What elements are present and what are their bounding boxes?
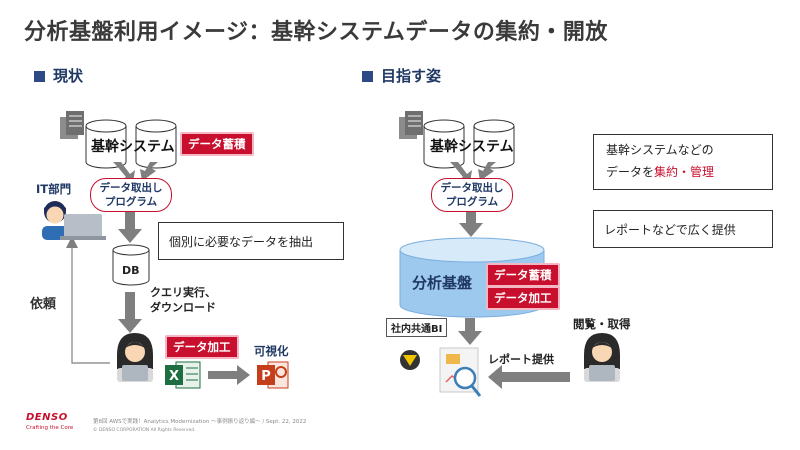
db-label: DB [122,264,140,277]
svg-text:P: P [261,369,271,384]
query-line2: ダウンロード [150,301,216,314]
footer-copyright: © DENSO CORPORATION All Rights Reserved. [93,428,196,433]
visualize-label: 可視化 [254,344,289,358]
extract-program-line2: プログラム [445,196,499,208]
user-woman-icon [584,333,620,382]
arrow-program-to-platform [459,212,483,237]
core-system-label: 基幹システム [430,139,514,155]
note-aggregate-line1: 基幹システムなどの [606,143,714,157]
bi-label: 社内共通BI [386,318,448,337]
tag-data-accumulate: データ蓄積 [486,263,560,287]
square-bullet-icon [362,71,373,82]
report-label: レポート提供 [488,353,554,366]
request-arrow [66,236,110,364]
server-icon [399,111,423,139]
tag-data-process: データ加工 [486,286,560,310]
note-extract-box: 個別に必要なデータを抽出 [158,222,344,260]
powerpoint-icon: P [257,361,289,389]
core-system-cylinders [85,119,177,169]
server-icon [60,111,84,139]
query-label: クエリ実行、 ダウンロード [150,285,216,315]
brand-logo: DENSO [26,412,68,423]
note-aggregate-line2-pre: データを [606,165,655,179]
note-aggregate-box: 基幹システムなどの データを集約・管理 [593,134,773,190]
section-goal-label: 目指す姿 [381,67,442,85]
it-dept-label: IT部門 [36,182,72,196]
note-aggregate-line2: データを集約・管理 [606,161,772,183]
brand-tagline: Crafting the Core [26,425,74,431]
tag-data-accumulate: データ蓄積 [180,132,254,156]
section-current-label: 現状 [53,67,84,85]
arrow-excel-to-ppt [208,365,250,385]
note-aggregate-accent: 集約・管理 [654,165,715,179]
note-extract-text: 個別に必要なデータを抽出 [169,234,314,249]
section-goal: 目指す姿 [362,65,441,86]
svg-text:X: X [169,369,179,384]
extract-program-line2: プログラム [104,196,158,208]
extract-program-box: データ取出し プログラム [90,178,172,212]
section-current: 現状 [34,65,83,86]
it-person-icon [42,201,106,240]
browse-label: 閲覧・取得 [573,317,631,331]
extract-program-box: データ取出し プログラム [431,178,513,212]
arrows-to-program [113,162,158,183]
bi-logo-icon [400,350,420,370]
query-line1: クエリ実行、 [150,286,216,299]
arrow-program-to-db [118,212,142,243]
excel-icon: X [165,361,201,389]
arrow-platform-to-report [458,318,482,345]
extract-program-line1: データ取出し [440,182,504,194]
square-bullet-icon [34,71,45,82]
extract-program-line1: データ取出し [99,182,163,194]
arrow-db-to-user [118,292,142,333]
footer-event: 第8回 AWSで実践！Analytics Modernization ～事例振り… [93,419,307,425]
core-system-label: 基幹システム [91,139,175,155]
page-title: 分析基盤利用イメージ：基幹システムデータの集約・開放 [24,20,608,45]
note-provide-box: レポートなどで広く提供 [593,210,773,248]
platform-label: 分析基盤 [412,274,473,292]
tag-data-process: データ加工 [165,335,239,359]
arrows-to-program [450,162,496,183]
request-label: 依頼 [30,297,57,312]
user-woman-icon [117,333,153,382]
arrow-user-to-report [488,365,570,389]
note-provide-text: レポートなどで広く提供 [604,222,736,237]
db-cylinder [112,244,150,286]
core-system-cylinders [423,119,515,169]
report-document-icon [439,347,482,397]
